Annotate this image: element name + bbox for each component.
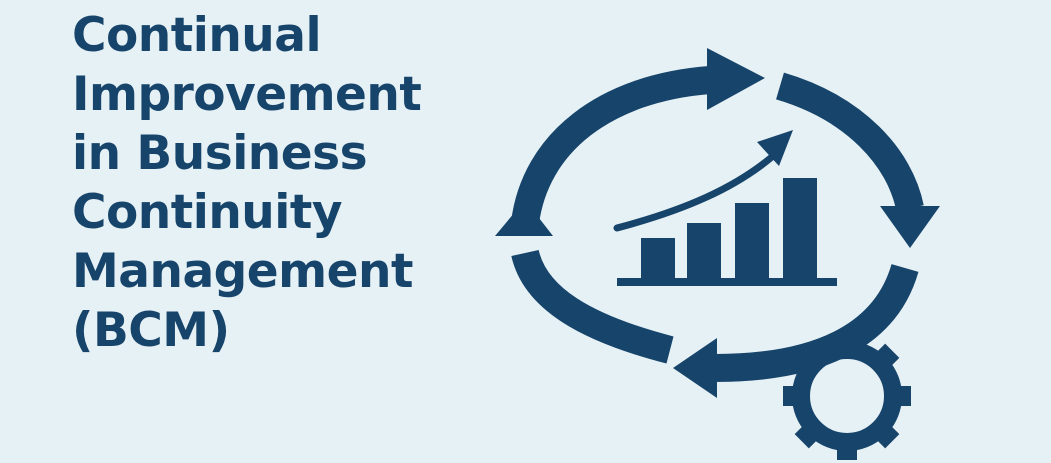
arrowhead-top <box>707 48 765 110</box>
cycle-arc-top <box>511 66 712 226</box>
graphic-svg <box>495 48 940 460</box>
title-line-2: Improvement <box>72 67 422 122</box>
chart-baseline <box>617 278 837 286</box>
cycle-arrowheads <box>495 48 940 398</box>
chart-bar-3 <box>735 203 769 278</box>
trend-arrowhead <box>757 130 793 166</box>
title-line-1: Continual <box>72 8 322 63</box>
arrowhead-left <box>495 200 553 236</box>
title-line-3: in Business <box>72 126 368 181</box>
chart-bar-4 <box>783 178 817 278</box>
trend-arrow-icon <box>613 130 793 232</box>
arrowhead-bottom <box>673 338 717 398</box>
gear-icon <box>783 332 911 460</box>
chart-bar-2 <box>687 223 721 278</box>
title-block: Continual Improvement in Business Contin… <box>72 6 542 360</box>
trend-line <box>613 152 777 232</box>
bar-chart-icon <box>617 178 837 286</box>
gear-hub <box>817 366 877 426</box>
title-line-5: Management <box>72 244 413 299</box>
improvement-graphic <box>495 38 965 463</box>
chart-bar-1 <box>641 238 675 278</box>
title-line-6: (BCM) <box>72 303 230 358</box>
arrowhead-right <box>880 206 940 248</box>
cycle-arc-left <box>511 249 674 364</box>
gear-ring <box>792 341 902 451</box>
title-line-4: Continuity <box>72 185 342 240</box>
cycle-arc-right <box>775 72 924 212</box>
